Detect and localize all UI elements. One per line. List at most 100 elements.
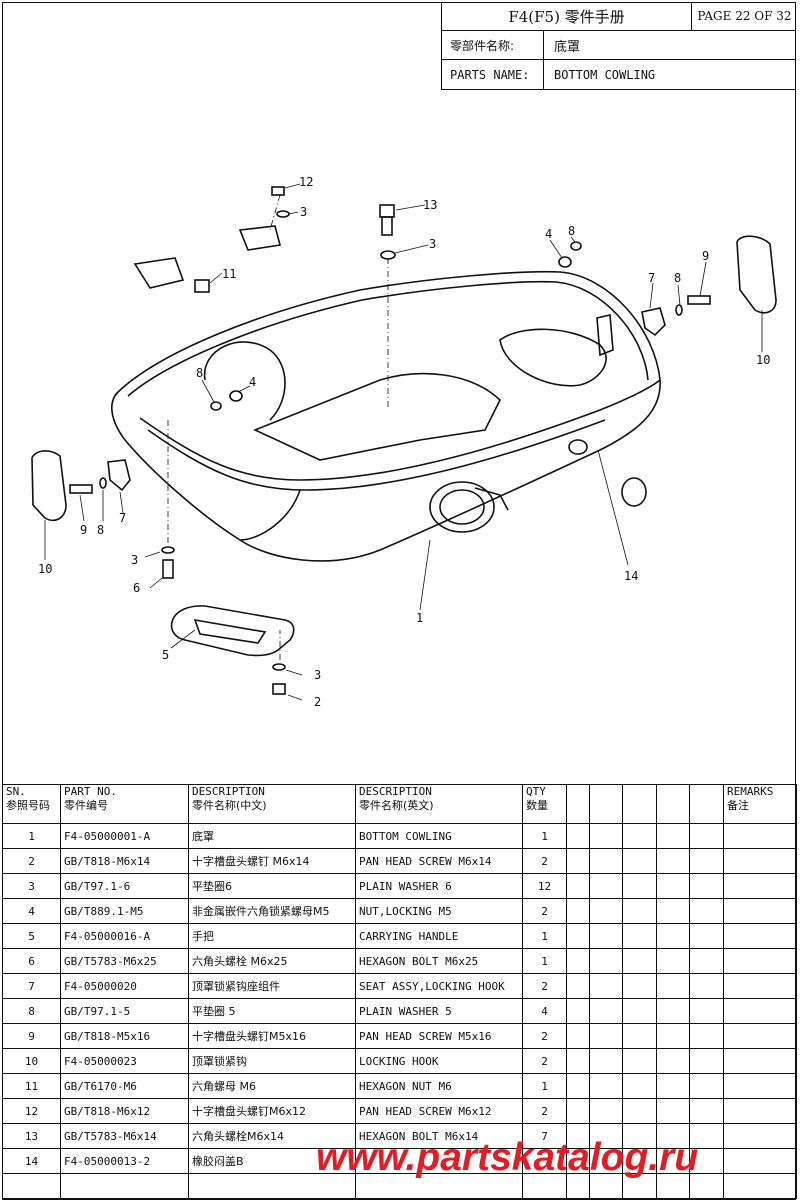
cell-blank <box>689 973 724 999</box>
cell-blank <box>622 1148 657 1174</box>
cell-blank <box>622 1073 657 1099</box>
cell-part-no: F4-05000001-A <box>60 823 189 849</box>
cell-blank <box>566 898 590 924</box>
cell-blank <box>622 1123 657 1149</box>
cell-desc-en <box>355 1148 523 1174</box>
cell-part-no <box>60 1173 189 1199</box>
cell-desc-cn: 六角螺母 M6 <box>188 1073 356 1099</box>
cell-desc-cn: 平垫圈6 <box>188 873 356 899</box>
callout-7: 7 <box>648 271 655 285</box>
cell-remarks <box>723 1048 797 1074</box>
cell-blank <box>589 873 623 899</box>
locking-hook-right <box>736 235 777 314</box>
cell-blank <box>589 998 623 1024</box>
cell-blank <box>689 948 724 974</box>
callout-14: 14 <box>624 569 638 583</box>
cell-blank <box>689 873 724 899</box>
cell-blank <box>589 1148 623 1174</box>
callout-5: 5 <box>162 648 169 662</box>
manual-title: F4(F5) 零件手册 <box>442 2 692 30</box>
cell-blank <box>656 1098 690 1124</box>
callout-9: 9 <box>80 523 87 537</box>
cell-remarks <box>723 848 797 874</box>
cell-sn: 7 <box>2 973 61 999</box>
cell-blank <box>689 1048 724 1074</box>
cell-part-no: GB/T818-M5x16 <box>60 1023 189 1049</box>
table-row <box>2 1173 797 1199</box>
cell-qty: 1 <box>522 1073 567 1099</box>
cell-qty: 2 <box>522 1023 567 1049</box>
cell-part-no: GB/T818-M6x12 <box>60 1098 189 1124</box>
en-name-row: PARTS NAME: BOTTOM COWLING <box>442 60 796 89</box>
cell-blank <box>589 898 623 924</box>
cell-part-no: F4-05000023 <box>60 1048 189 1074</box>
cell-sn: 12 <box>2 1098 61 1124</box>
cell-part-no: GB/T5783-M6x25 <box>60 948 189 974</box>
cell-remarks <box>723 1098 797 1124</box>
cell-blank <box>689 898 724 924</box>
callout-6: 6 <box>133 581 140 595</box>
cell-qty: 2 <box>522 1098 567 1124</box>
title-block: F4(F5) 零件手册 PAGE 22 OF 32 零部件名称: 底罩 PART… <box>441 2 796 90</box>
page-indicator: PAGE 22 OF 32 <box>697 9 792 23</box>
cell-blank <box>622 973 657 999</box>
cell-desc-en: NUT,LOCKING M5 <box>355 898 523 924</box>
cell-qty: 2 <box>522 973 567 999</box>
bottom-cowling <box>111 270 661 562</box>
cell-blank <box>656 1023 690 1049</box>
cell-desc-cn: 底罩 <box>188 823 356 849</box>
cell-blank <box>622 1023 657 1049</box>
callout-1: 1 <box>416 611 423 625</box>
cell-sn: 6 <box>2 948 61 974</box>
cell-blank <box>622 998 657 1024</box>
cell-remarks <box>723 1023 797 1049</box>
cell-desc-en: BOTTOM COWLING <box>355 823 523 849</box>
cell-desc-cn: 非金属嵌件六角锁紧螺母M5 <box>188 898 356 924</box>
cell-remarks <box>723 1123 797 1149</box>
cell-desc-cn: 十字槽盘头螺钉M5x16 <box>188 1023 356 1049</box>
cell-blank <box>656 898 690 924</box>
cell-desc-en: PLAIN WASHER 5 <box>355 998 523 1024</box>
callout-8: 8 <box>196 366 203 380</box>
callout-8: 8 <box>568 224 575 238</box>
cell-blank <box>622 848 657 874</box>
cell-blank <box>589 1098 623 1124</box>
cell-desc-en: LOCKING HOOK <box>355 1048 523 1074</box>
cell-blank <box>656 1048 690 1074</box>
cell-part-no: F4-05000020 <box>60 973 189 999</box>
cell-sn: 13 <box>2 1123 61 1149</box>
cell-remarks <box>723 1073 797 1099</box>
cell-desc-en: PAN HEAD SCREW M6x12 <box>355 1098 523 1124</box>
cell-blank <box>622 1173 657 1199</box>
cell-blank <box>656 1073 690 1099</box>
cell-blank <box>689 998 724 1024</box>
cell-sn: 10 <box>2 1048 61 1074</box>
cell-blank <box>589 923 623 949</box>
blank-col <box>589 784 623 824</box>
cell-qty: 12 <box>522 873 567 899</box>
cell-blank <box>589 973 623 999</box>
cell-desc-cn: 六角头螺栓 M6x25 <box>188 948 356 974</box>
cell-remarks <box>723 948 797 974</box>
watermark-text: www.partskatalog.ru <box>316 1136 699 1179</box>
callout-9: 9 <box>702 249 709 263</box>
cell-blank <box>589 948 623 974</box>
cell-blank <box>689 1173 724 1199</box>
cell-part-no: GB/T6170-M6 <box>60 1073 189 1099</box>
cell-blank <box>622 1098 657 1124</box>
cell-blank <box>689 923 724 949</box>
cell-blank <box>689 1098 724 1124</box>
cell-blank <box>566 923 590 949</box>
cell-qty: 2 <box>522 898 567 924</box>
blank-col <box>566 784 590 824</box>
